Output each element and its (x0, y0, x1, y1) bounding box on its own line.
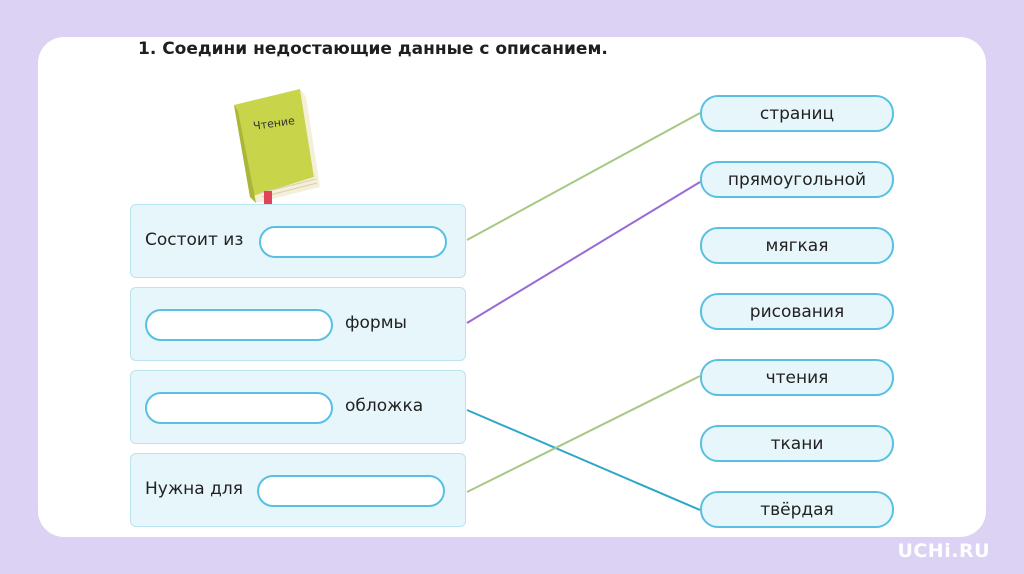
connector-line (466, 409, 701, 511)
connector-line (466, 181, 701, 324)
row-consists-of: Состоит из (130, 204, 466, 278)
brand-logo: UCHi.RU (897, 540, 990, 562)
row-label: Нужна для (145, 479, 243, 499)
answer-slot[interactable] (257, 475, 445, 507)
connector-line (466, 375, 701, 493)
row-cover: обложка (130, 370, 466, 444)
answer-slot[interactable] (259, 226, 447, 258)
connector-line (466, 112, 701, 241)
option-pages[interactable]: страниц (700, 95, 894, 132)
row-shape: формы (130, 287, 466, 361)
answer-slot[interactable] (145, 309, 333, 341)
row-needed-for: Нужна для (130, 453, 466, 527)
option-hard[interactable]: твёрдая (700, 491, 894, 528)
option-reading[interactable]: чтения (700, 359, 894, 396)
exercise-title: 1. Соедини недостающие данные с описание… (138, 39, 608, 59)
row-label: обложка (345, 396, 424, 416)
book-icon: Чтение (226, 85, 332, 205)
row-label: формы (345, 313, 407, 333)
exercise-card: 1. Соедини недостающие данные с описание… (38, 37, 986, 537)
row-label: Состоит из (145, 230, 244, 250)
option-soft[interactable]: мягкая (700, 227, 894, 264)
answer-slot[interactable] (145, 392, 333, 424)
option-rectangular[interactable]: прямоугольной (700, 161, 894, 198)
option-fabric[interactable]: ткани (700, 425, 894, 462)
option-drawing[interactable]: рисования (700, 293, 894, 330)
